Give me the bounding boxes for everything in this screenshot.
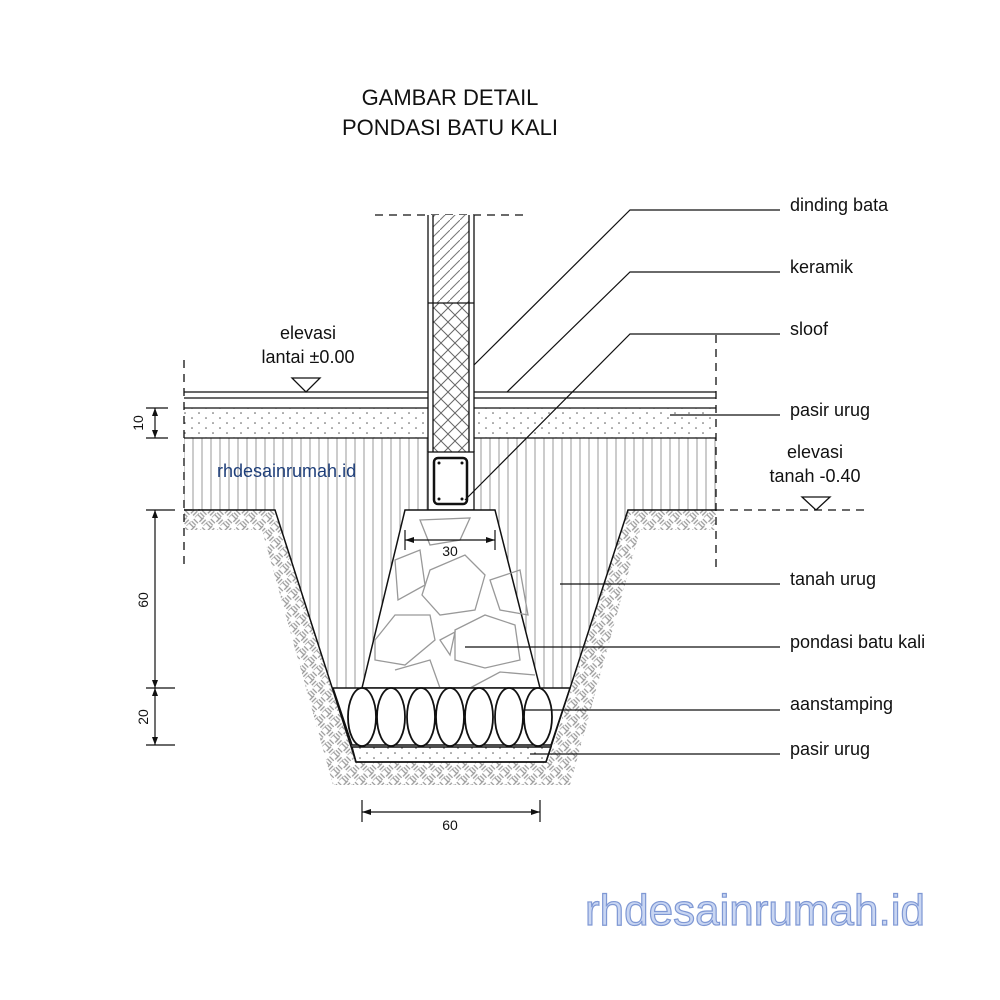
label-tanah-urug: tanah urug bbox=[790, 569, 876, 589]
dim-30: 30 bbox=[442, 543, 458, 559]
leader-lines bbox=[464, 209, 780, 755]
pasir-urug-bottom-layer bbox=[351, 746, 553, 763]
natural-ground-hatch bbox=[184, 510, 716, 785]
dim-60-vertical: 60 bbox=[135, 592, 151, 608]
title-line-2: PONDASI BATU KALI bbox=[342, 115, 558, 140]
label-keramik: keramik bbox=[790, 257, 854, 277]
dimension-lines bbox=[146, 407, 541, 822]
label-elevasi-tanah-2: tanah -0.40 bbox=[769, 466, 860, 486]
dim-20: 20 bbox=[135, 709, 151, 725]
label-dinding-bata: dinding bata bbox=[790, 195, 889, 215]
label-pasir-urug-bottom: pasir urug bbox=[790, 739, 870, 759]
watermark-small: rhdesainrumah.id bbox=[217, 461, 356, 481]
brick-wall bbox=[427, 215, 475, 452]
elevasi-lantai-label-2: lantai ±0.00 bbox=[262, 347, 355, 367]
trench-outline bbox=[184, 509, 716, 763]
dim-10: 10 bbox=[130, 415, 146, 431]
label-pasir-urug-top: pasir urug bbox=[790, 400, 870, 420]
aanstamping bbox=[331, 687, 572, 763]
label-sloof: sloof bbox=[790, 319, 829, 339]
elevasi-lantai-label-1: elevasi bbox=[280, 323, 336, 343]
label-aanstamping: aanstamping bbox=[790, 694, 893, 714]
ground-elevation-marker-icon bbox=[800, 496, 832, 511]
dim-60-bottom: 60 bbox=[442, 817, 458, 833]
title-line-1: GAMBAR DETAIL bbox=[362, 85, 539, 110]
label-pondasi-batu-kali: pondasi batu kali bbox=[790, 632, 925, 652]
watermark-large: rhdesainrumah.id bbox=[585, 886, 925, 935]
pondasi-batu-kali bbox=[361, 509, 541, 689]
dimension-arrows bbox=[152, 408, 540, 815]
sloof bbox=[427, 451, 475, 511]
floor-elevation-marker-icon bbox=[290, 377, 322, 393]
label-elevasi-tanah-1: elevasi bbox=[787, 442, 843, 462]
